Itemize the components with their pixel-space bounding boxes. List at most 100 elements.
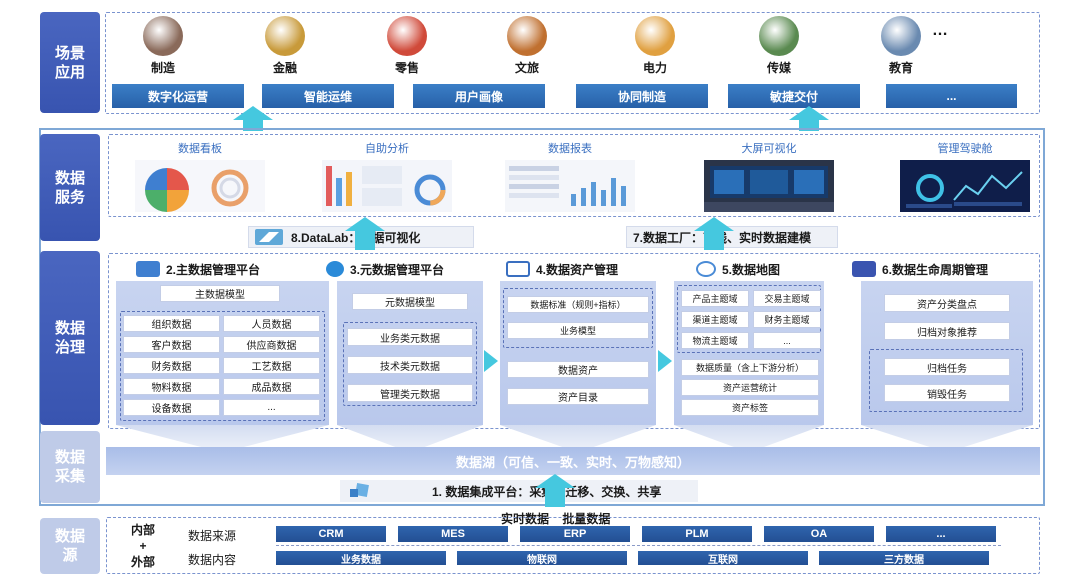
master-item[interactable]: 财务数据 bbox=[123, 357, 220, 374]
coins-icon bbox=[265, 16, 305, 56]
scene-name: 电力 bbox=[620, 59, 690, 76]
big-screen-thumbnail-icon bbox=[704, 160, 834, 212]
scene-bar-more[interactable]: ... bbox=[886, 84, 1017, 108]
lifecycle-icon bbox=[852, 261, 876, 277]
scene-2[interactable]: 金融 bbox=[250, 16, 320, 76]
education-icon bbox=[881, 16, 921, 56]
source-system[interactable]: MES bbox=[398, 526, 508, 542]
source-system[interactable]: ... bbox=[886, 526, 996, 542]
scenes-more: … bbox=[932, 22, 948, 40]
lifecycle-top-item[interactable]: 归档对象推荐 bbox=[884, 322, 1010, 340]
source-system[interactable]: CRM bbox=[276, 526, 386, 542]
map-domain-item[interactable]: 财务主题域 bbox=[753, 311, 821, 328]
asset-icon bbox=[506, 261, 530, 277]
metadata-item[interactable]: 管理类元数据 bbox=[347, 384, 473, 402]
source-system[interactable]: OA bbox=[764, 526, 874, 542]
scene-6[interactable]: 传媒 bbox=[744, 16, 814, 76]
integration-bar[interactable]: 1. 数据集成平台：采集、迁移、交换、共享 bbox=[340, 480, 698, 502]
report-thumbnail-icon bbox=[505, 160, 635, 212]
metadata-item[interactable]: 技术类元数据 bbox=[347, 356, 473, 374]
scene-bar-collab-mfg[interactable]: 协同制造 bbox=[576, 84, 708, 108]
arrow-right-1 bbox=[484, 350, 498, 372]
master-item[interactable]: 客户数据 bbox=[123, 336, 220, 353]
dashboard-thumbnail-icon bbox=[135, 160, 265, 212]
data-map-title: 5.数据地图 bbox=[696, 259, 780, 279]
scene-bar-agile-delivery[interactable]: 敏捷交付 bbox=[728, 84, 860, 108]
map-domain-item[interactable]: 物流主题域 bbox=[681, 332, 749, 349]
data-map-icon bbox=[696, 261, 716, 277]
temple-icon bbox=[507, 16, 547, 56]
service-dashboard[interactable]: 数据看板 bbox=[135, 140, 265, 217]
source-row1-label: 数据来源 bbox=[188, 527, 236, 544]
master-item[interactable]: 物料数据 bbox=[123, 378, 220, 395]
metadata-item[interactable]: 业务类元数据 bbox=[347, 328, 473, 346]
metadata-icon bbox=[326, 261, 344, 277]
map-bottom-item[interactable]: 资产标签 bbox=[681, 399, 819, 416]
scene-7[interactable]: 教育 bbox=[866, 16, 936, 76]
arrow-up-stem-collect bbox=[545, 487, 565, 507]
service-dashboard-title: 数据看板 bbox=[135, 140, 265, 156]
scene-bar-user-profile[interactable]: 用户画像 bbox=[413, 84, 545, 108]
scene-name: 零售 bbox=[372, 59, 442, 76]
map-bottom-item[interactable]: 数据质量（含上下游分析） bbox=[681, 359, 819, 376]
datalab-icon bbox=[255, 229, 283, 245]
service-cockpit-title: 管理驾驶舱 bbox=[900, 140, 1030, 156]
asset-title: 4.数据资产管理 bbox=[506, 259, 618, 279]
data-lake-bar[interactable]: 数据湖（可信、一致、实时、万物感知） bbox=[106, 447, 1040, 475]
power-tower-icon bbox=[635, 16, 675, 56]
service-big-screen-title: 大屏可视化 bbox=[704, 140, 834, 156]
factory-icon bbox=[143, 16, 183, 56]
scene-1[interactable]: 制造 bbox=[128, 16, 198, 76]
source-content[interactable]: 互联网 bbox=[638, 551, 808, 565]
arrow-up-factory bbox=[694, 217, 734, 231]
asset-bottom-item[interactable]: 资产目录 bbox=[507, 388, 649, 405]
master-item[interactable]: 工艺数据 bbox=[223, 357, 320, 374]
service-self-analysis[interactable]: 自助分析 bbox=[322, 140, 452, 217]
source-content[interactable]: 物联网 bbox=[457, 551, 627, 565]
scene-5[interactable]: 电力 bbox=[620, 16, 690, 76]
source-content[interactable]: 三方数据 bbox=[819, 551, 989, 565]
scene-name: 教育 bbox=[866, 59, 936, 76]
scene-3[interactable]: 零售 bbox=[372, 16, 442, 76]
source-content[interactable]: 业务数据 bbox=[276, 551, 446, 565]
map-domain-item[interactable]: 产品主题域 bbox=[681, 290, 749, 307]
metadata-title-text: 3.元数据管理平台 bbox=[350, 261, 444, 278]
map-domain-item[interactable]: 交易主题域 bbox=[753, 290, 821, 307]
service-big-screen[interactable]: 大屏可视化 bbox=[704, 140, 834, 217]
arrow-up-left bbox=[233, 106, 273, 120]
analysis-thumbnail-icon bbox=[322, 160, 452, 212]
layer-label-source: 数据源 bbox=[40, 518, 100, 574]
service-report-title: 数据报表 bbox=[505, 140, 635, 156]
lifecycle-title: 6.数据生命周期管理 bbox=[852, 259, 988, 279]
asset-title-text: 4.数据资产管理 bbox=[536, 261, 618, 278]
map-bottom-item[interactable]: 资产运营统计 bbox=[681, 379, 819, 396]
service-report[interactable]: 数据报表 bbox=[505, 140, 635, 217]
service-cockpit[interactable]: 管理驾驶舱 bbox=[900, 140, 1030, 217]
master-item[interactable]: 组织数据 bbox=[123, 315, 220, 332]
lifecycle-top-item[interactable]: 资产分类盘点 bbox=[884, 294, 1010, 312]
metadata-model[interactable]: 元数据模型 bbox=[352, 293, 468, 310]
map-domain-item[interactable]: 渠道主题域 bbox=[681, 311, 749, 328]
arrow-up-stem-datalab bbox=[355, 230, 375, 250]
scene-bar-digital-ops[interactable]: 数字化运营 bbox=[112, 84, 244, 108]
master-data-model[interactable]: 主数据模型 bbox=[160, 285, 280, 302]
integration-icon bbox=[348, 483, 374, 499]
arrow-up-datalab bbox=[345, 217, 385, 231]
source-system[interactable]: PLM bbox=[642, 526, 752, 542]
scene-bar-smart-ops[interactable]: 智能运维 bbox=[262, 84, 394, 108]
asset-top-item[interactable]: 数据标准（规则+指标） bbox=[507, 296, 649, 313]
scene-4[interactable]: 文旅 bbox=[492, 16, 562, 76]
master-item[interactable]: 人员数据 bbox=[223, 315, 320, 332]
arrow-up-collect bbox=[535, 474, 575, 488]
master-item[interactable]: 供应商数据 bbox=[223, 336, 320, 353]
master-item[interactable]: 成品数据 bbox=[223, 378, 320, 395]
master-item[interactable]: ... bbox=[223, 399, 320, 416]
asset-bottom-item[interactable]: 数据资产 bbox=[507, 361, 649, 378]
master-item[interactable]: 设备数据 bbox=[123, 399, 220, 416]
map-domain-item[interactable]: ... bbox=[753, 332, 821, 349]
layer-label-service: 数据服务 bbox=[40, 134, 100, 241]
master-data-title: 2.主数据管理平台 bbox=[136, 259, 260, 279]
lifecycle-tasks-group bbox=[869, 349, 1023, 412]
source-system[interactable]: ERP bbox=[520, 526, 630, 542]
asset-top-item[interactable]: 业务模型 bbox=[507, 322, 649, 339]
